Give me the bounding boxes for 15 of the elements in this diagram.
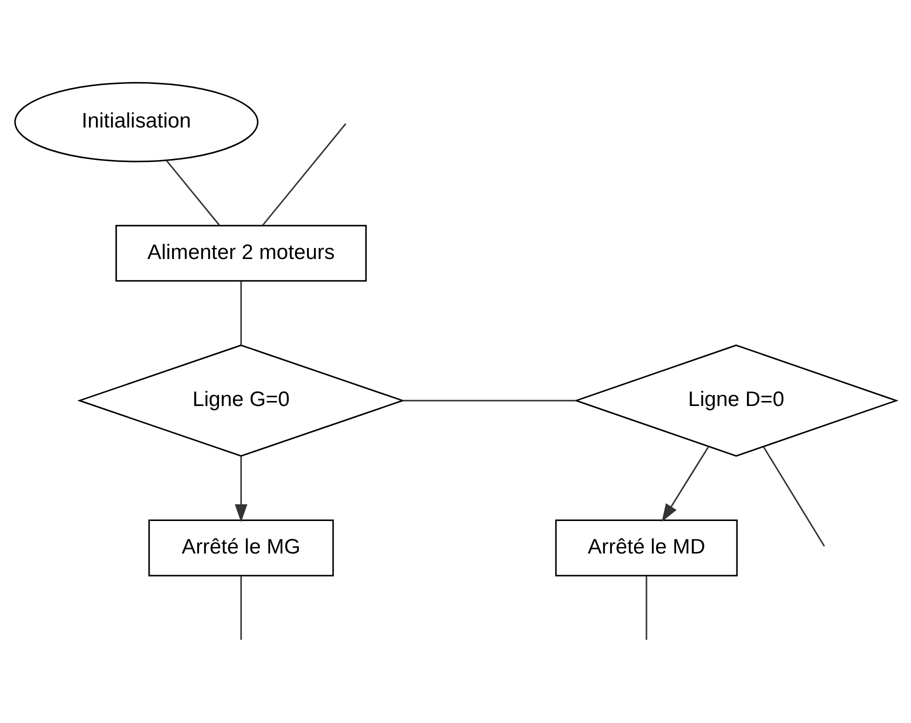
connector xyxy=(240,280,242,344)
node-box: Alimenter 2 moteurs xyxy=(115,224,367,282)
connector xyxy=(240,576,242,640)
connector xyxy=(403,399,576,401)
connector xyxy=(166,160,220,226)
node-diamond: Ligne G=0 xyxy=(77,344,405,456)
arrow xyxy=(662,446,710,522)
node-diamond: Ligne D=0 xyxy=(574,344,899,456)
connector xyxy=(262,122,346,226)
node-box: Arrêté le MD xyxy=(555,519,738,576)
arrow xyxy=(234,456,248,522)
connector xyxy=(762,446,825,546)
node-ellipse: Initialisation xyxy=(14,82,258,162)
connector xyxy=(646,576,648,640)
node-box: Arrêté le MG xyxy=(148,519,334,576)
